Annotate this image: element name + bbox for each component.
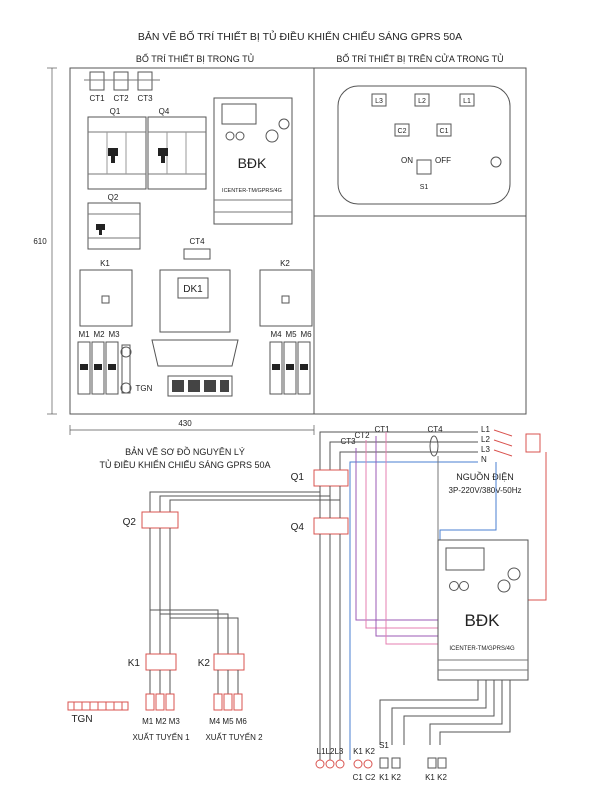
svg-text:L1: L1 bbox=[481, 425, 490, 434]
svg-text:M4 M5 M6: M4 M5 M6 bbox=[209, 717, 247, 726]
svg-text:Q2: Q2 bbox=[108, 193, 119, 202]
svg-text:K2: K2 bbox=[280, 259, 290, 268]
ct1-label: CT1 bbox=[89, 94, 105, 103]
door-off: OFF bbox=[435, 156, 451, 165]
svg-text:C1 C2: C1 C2 bbox=[353, 773, 376, 782]
svg-text:CT4: CT4 bbox=[189, 237, 205, 246]
svg-text:XUẤT TUYẾN 2: XUẤT TUYẾN 2 bbox=[205, 732, 263, 742]
svg-text:ICENTER-TM/GPRS/4G: ICENTER-TM/GPRS/4G bbox=[222, 188, 282, 194]
door-l3: L3 bbox=[375, 98, 383, 105]
svg-text:Q2: Q2 bbox=[123, 517, 137, 528]
ct3-label: CT3 bbox=[137, 94, 153, 103]
svg-text:N: N bbox=[481, 455, 487, 464]
q1-breaker: Q1 bbox=[87, 107, 147, 190]
svg-text:NGUỒN ĐIỆN: NGUỒN ĐIỆN bbox=[456, 471, 514, 482]
svg-text:TGN: TGN bbox=[136, 384, 153, 393]
tgn-layout: TGN bbox=[120, 344, 153, 394]
sch-ct4: CT4 bbox=[427, 425, 443, 434]
door-c1: C1 bbox=[440, 128, 449, 135]
svg-text:BĐK: BĐK bbox=[465, 611, 501, 630]
svg-text:S1: S1 bbox=[379, 741, 389, 750]
svg-text:Q1: Q1 bbox=[110, 107, 121, 116]
svg-text:M2: M2 bbox=[93, 330, 105, 339]
knob-icon bbox=[278, 118, 290, 130]
bottom-indicators: L1L2L3 K1 K2 C1 C2 S1 K1 K2 K1 K2 bbox=[315, 741, 447, 782]
width-dimension: 430 bbox=[178, 419, 192, 428]
door-l2: L2 bbox=[418, 98, 426, 105]
m4-m6-breakers: M4 M5 M6 bbox=[269, 330, 312, 395]
door-c2: C2 bbox=[398, 128, 407, 135]
inside-title: BỐ TRÍ THIẾT BỊ TRONG TỦ bbox=[136, 53, 254, 64]
svg-text:DK1: DK1 bbox=[183, 284, 203, 295]
svg-text:K1 K2: K1 K2 bbox=[425, 773, 447, 782]
svg-text:K1 K2: K1 K2 bbox=[353, 747, 375, 756]
bdk-device-layout: BĐK ICENTER-TM/GPRS/4G bbox=[213, 97, 293, 225]
q1-schematic: Q1 bbox=[291, 469, 349, 487]
door-s1: S1 bbox=[420, 184, 429, 191]
svg-text:M4: M4 bbox=[270, 330, 282, 339]
k2-schematic: K2 bbox=[198, 653, 245, 671]
ct4-coil-icon bbox=[429, 435, 439, 457]
door-panel: L3 L2 L1 C2 C1 ON OFF S1 bbox=[337, 85, 511, 205]
ct2-label: CT2 bbox=[113, 94, 129, 103]
svg-text:ICENTER-TM/GPRS/4G: ICENTER-TM/GPRS/4G bbox=[449, 646, 515, 652]
svg-text:M1 M2 M3: M1 M2 M3 bbox=[142, 717, 180, 726]
svg-text:Q4: Q4 bbox=[291, 522, 305, 533]
selector-switch-icon bbox=[416, 159, 432, 175]
svg-text:BĐK: BĐK bbox=[238, 155, 267, 171]
cabinet-outline bbox=[69, 67, 527, 415]
k1-schematic: K1 bbox=[128, 653, 177, 671]
m1-m3-schematic: M1 M2 M3 XUẤT TUYẾN 1 bbox=[132, 693, 190, 742]
q4-breaker: Q4 bbox=[147, 107, 207, 190]
svg-text:TGN: TGN bbox=[71, 714, 92, 725]
svg-text:L3: L3 bbox=[481, 445, 490, 454]
svg-text:K1: K1 bbox=[100, 259, 110, 268]
svg-text:K1 K2: K1 K2 bbox=[379, 773, 401, 782]
bdk-device-schematic: BĐK ICENTER-TM/GPRS/4G bbox=[437, 539, 529, 681]
power-source: L1 L2 L3 N NGUỒN ĐIỆN 3P-220V/380V-50Hz bbox=[449, 425, 541, 495]
svg-text:Q1: Q1 bbox=[291, 472, 305, 483]
bdk-knob-icon bbox=[507, 567, 521, 581]
m1-m3-breakers: M1 M2 M3 bbox=[77, 330, 120, 395]
q2-breaker: Q2 bbox=[87, 193, 141, 250]
door-title: BỐ TRÍ THIẾT BỊ TRÊN CỬA TRONG TỦ bbox=[336, 53, 503, 64]
k2-contactor: K2 bbox=[259, 259, 313, 327]
svg-text:K2: K2 bbox=[198, 658, 211, 669]
ct4-layout: CT4 bbox=[183, 237, 211, 260]
schematic-title-1: BẢN VẼ SƠ ĐỒ NGUYÊN LÝ bbox=[125, 446, 245, 457]
sch-ct1: CT1 bbox=[374, 425, 390, 434]
m4-m6-schematic: M4 M5 M6 XUẤT TUYẾN 2 bbox=[205, 693, 263, 742]
ct-group: CT1 CT2 CT3 bbox=[84, 71, 160, 103]
svg-text:K1: K1 bbox=[128, 658, 141, 669]
svg-text:3P-220V/380V-50Hz: 3P-220V/380V-50Hz bbox=[449, 486, 522, 495]
q4-schematic: Q4 bbox=[291, 517, 349, 535]
svg-text:M6: M6 bbox=[300, 330, 312, 339]
tgn-schematic: TGN bbox=[67, 701, 129, 725]
q2-schematic: Q2 bbox=[123, 511, 179, 529]
dk1-meter: DK1 bbox=[151, 269, 239, 397]
svg-text:M3: M3 bbox=[108, 330, 120, 339]
svg-text:M1: M1 bbox=[78, 330, 90, 339]
sch-ct2: CT2 bbox=[354, 431, 370, 440]
schematic-title-2: TỦ ĐIỀU KHIỂN CHIẾU SÁNG GPRS 50A bbox=[99, 459, 270, 470]
door-l1: L1 bbox=[463, 98, 471, 105]
svg-text:Q4: Q4 bbox=[159, 107, 170, 116]
svg-text:L1L2L3: L1L2L3 bbox=[317, 747, 344, 756]
door-on: ON bbox=[401, 156, 413, 165]
door-lock-icon bbox=[490, 156, 502, 168]
svg-text:L2: L2 bbox=[481, 435, 490, 444]
svg-text:XUẤT TUYẾN 1: XUẤT TUYẾN 1 bbox=[132, 732, 190, 742]
height-dimension: 610 bbox=[33, 237, 47, 246]
main-title: BẢN VẼ BỐ TRÍ THIẾT BỊ TỦ ĐIỀU KHIỂN CHI… bbox=[138, 29, 462, 43]
svg-text:M5: M5 bbox=[285, 330, 297, 339]
k1-contactor: K1 bbox=[79, 259, 133, 327]
